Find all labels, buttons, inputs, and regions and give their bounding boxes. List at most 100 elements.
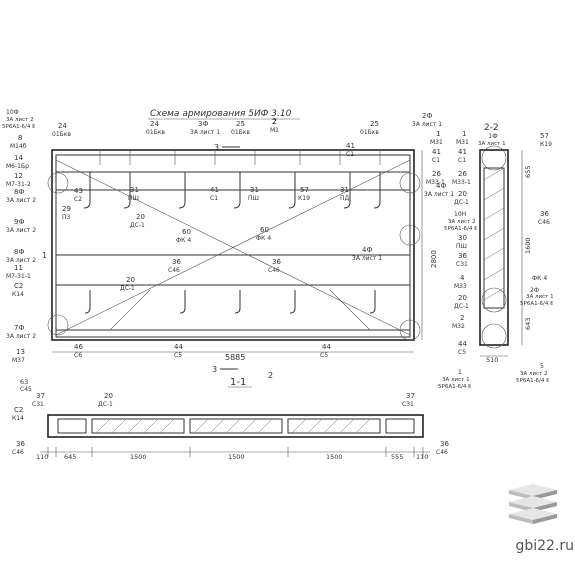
detail-circle-mr xyxy=(399,224,421,246)
right-callout-num: 26 xyxy=(432,170,441,178)
left-callout-num: 11 xyxy=(14,264,23,272)
s22-label-code: ПШ xyxy=(456,243,467,250)
cut-3-bottom: 3 xyxy=(212,365,217,374)
top-callouts: 24 01Бкв 24 01Бкв 3Ф 3А лист 1 25 01Бкв … xyxy=(52,112,442,138)
inner-label-code: ПД xyxy=(340,195,350,202)
inner-label-code: ПШ xyxy=(128,195,139,202)
s22-label-num: 44 xyxy=(458,340,467,348)
top-callout-code: 01Бкв xyxy=(360,129,379,136)
inner-label-code: ПШ xyxy=(248,195,259,202)
s11-label-code: С46 xyxy=(12,449,24,456)
left-callout-num: 7Ф xyxy=(14,324,24,332)
section-2-2-core xyxy=(483,167,505,309)
left-callout-num: C2 xyxy=(14,282,23,290)
section-2-2-label: 2-2 xyxy=(484,123,499,133)
s22-label-num: 1Ф xyxy=(488,132,498,140)
section-1-1-outline xyxy=(47,414,424,438)
s22-label-code: ФК 4 xyxy=(532,275,547,282)
s11-label-code: С31 xyxy=(402,401,414,408)
diagonal-b xyxy=(55,159,411,336)
right-callout-num: 41 xyxy=(432,148,441,156)
s22-label-num: 30 xyxy=(458,234,467,242)
section-1-1: 110 645 1500 1500 1500 555 110 63 С45 37… xyxy=(12,378,449,461)
left-callout-num: 14 xyxy=(14,154,23,162)
top-callout-code: 3А лист 1 xyxy=(412,121,442,128)
s22-label-code: 3А лист 1 xyxy=(478,141,506,147)
right-callout-num: 1 xyxy=(436,130,440,138)
inner-label-num: 57 xyxy=(300,186,309,194)
s22-label-code: 5Р6А1-6/4 Ⅱ xyxy=(520,301,553,307)
s22-label-num: 57 xyxy=(540,132,549,140)
left-callout-code: 3А лист 2 xyxy=(6,117,34,123)
s11-label-code: С45 xyxy=(20,386,32,393)
inner-labels: 43 С2 29 П3 31 ПШ 41 С1 31 ПШ 57 К19 31 … xyxy=(62,142,382,359)
s11-label-num: 37 xyxy=(406,392,415,400)
inner-label-num: 44 xyxy=(322,343,331,351)
cut-1-left: 1 xyxy=(42,251,47,260)
gbi-logo xyxy=(509,484,557,524)
detail-circle-tr xyxy=(399,172,421,194)
section-1-1-hatching xyxy=(95,418,371,434)
left-callout-code: 3А лист 2 xyxy=(6,333,36,340)
left-callout-code: 3А лист 2 xyxy=(6,257,36,264)
right-callout-code: М31 xyxy=(430,139,443,146)
s22-label-code: С1 xyxy=(458,157,466,164)
top-callout-num: 24 xyxy=(58,122,67,130)
s22-label-num: 26 xyxy=(458,170,467,178)
top-callout-num: 24 xyxy=(150,120,159,128)
left-callout-code: 3А лист 2 xyxy=(6,197,36,204)
cut-2-bottom: 2 xyxy=(268,371,273,380)
inner-label-code: С6 xyxy=(74,352,82,359)
s11-label-num: 20 xyxy=(104,392,113,400)
inner-label-num: 36 xyxy=(272,258,281,266)
slab-stack-icon xyxy=(509,484,557,524)
main-elevation: 5885 2800 xyxy=(47,149,438,362)
inner-label-code: С1 xyxy=(210,195,218,202)
section-2-2-top-circle xyxy=(481,145,507,171)
inner-label-code: ДС-1 xyxy=(130,222,145,229)
section-1-1-cell xyxy=(57,418,87,434)
panel-outline xyxy=(51,149,415,341)
section-2-2-mid-circle xyxy=(481,287,507,313)
top-callout-num: 2Ф xyxy=(422,112,432,120)
left-callout-code: М7-31-1 xyxy=(6,273,31,280)
section-2-2-dim: 1600 xyxy=(524,237,532,254)
s22-label-code: М33 xyxy=(454,283,467,290)
inner-label-code: П3 xyxy=(62,214,71,221)
section-1-1-dim-ticks xyxy=(47,447,424,457)
section-2-2: 2-2 655 1600 643 510 1Ф 3А лист 1 57 К19… xyxy=(438,123,554,390)
detail-circle-br xyxy=(399,319,421,341)
section-2-2-outline xyxy=(479,149,509,346)
section-1-1-cell xyxy=(189,418,283,434)
inner-label-code: С2 xyxy=(74,196,82,203)
inner-label-num: 36 xyxy=(172,258,181,266)
inner-label-num: 41 xyxy=(210,186,219,194)
s22-label-code: 3А лист 2 xyxy=(448,219,476,225)
inner-label-num: 60 xyxy=(182,228,191,236)
drawing-title: Схема армирования 5ИФ 3.10 xyxy=(150,109,292,119)
s22-label-num: 36 xyxy=(540,210,549,218)
s11-label-code: С31 xyxy=(32,401,44,408)
inner-label-code: К19 xyxy=(298,195,310,202)
right-callouts: 1 М31 41 С1 4Ф 3А лист 1 26 М33-1 xyxy=(424,130,454,198)
section-2-2-hatching xyxy=(483,167,505,301)
left-callout-num: 13 xyxy=(16,348,25,356)
section-1-1-dim: 555 xyxy=(391,453,403,461)
inner-label-code: 3А лист 1 xyxy=(352,255,382,262)
inner-label-num: 20 xyxy=(126,276,135,284)
s11-label-num: 36 xyxy=(440,440,449,448)
left-callout-code: 3А лист 2 xyxy=(6,227,36,234)
left-callout-code: М7-31-2 xyxy=(6,181,31,188)
left-callout-num: 8Ф xyxy=(14,248,24,256)
s22-label-code: 3А лист 1 xyxy=(442,377,470,383)
diagonal-c xyxy=(109,289,151,331)
section-1-1-dim: 110 xyxy=(36,453,48,461)
inner-label-num: 4Ф xyxy=(362,246,372,254)
top-callout-code: М1 xyxy=(270,127,279,134)
bottom-dimension: 5885 xyxy=(225,353,245,362)
s22-label-num: 2 xyxy=(460,314,464,322)
right-callout-code: 3А лист 1 xyxy=(424,191,454,198)
right-callout-num: 4Ф xyxy=(436,182,446,190)
lower-hooks xyxy=(84,290,376,314)
inner-label-code: С5 xyxy=(320,352,328,359)
